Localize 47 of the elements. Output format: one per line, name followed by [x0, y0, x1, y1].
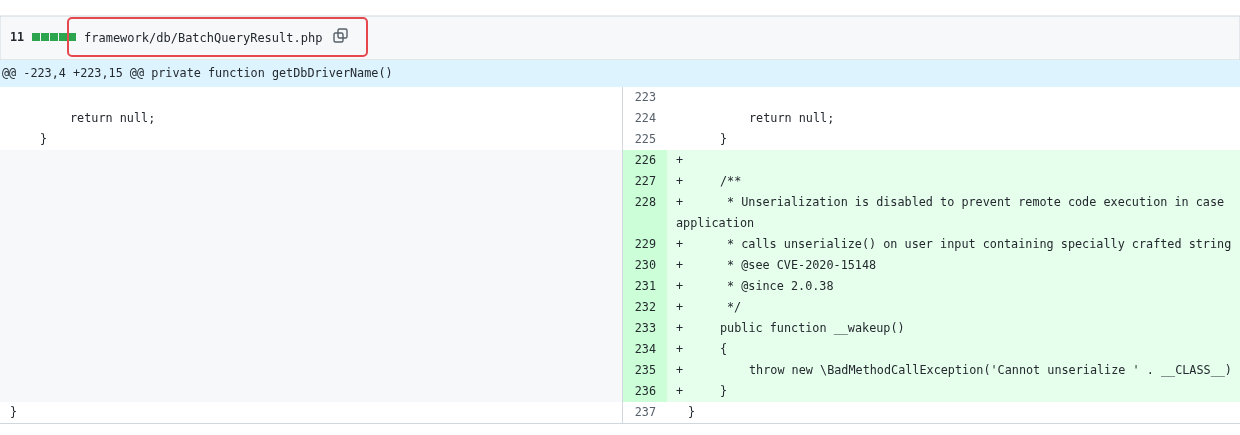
added-line-marker: +	[676, 194, 684, 211]
line-number: 223	[633, 89, 656, 106]
line-number: 224	[633, 110, 656, 127]
line-number: 230	[633, 257, 656, 274]
line-number: 231	[633, 278, 656, 295]
line-number: 233	[633, 320, 656, 337]
added-line-marker: +	[676, 341, 684, 358]
added-line-marker: +	[676, 320, 684, 337]
line-number: 227	[633, 173, 656, 190]
line-number: 229	[633, 236, 656, 253]
code-line: {	[720, 341, 728, 358]
line-number: 234	[633, 341, 656, 358]
added-line-marker: +	[676, 152, 684, 169]
line-number: 237	[633, 404, 656, 421]
code-line: throw new \BadMethodCallException('Cannot unserialize ' . __CLASS__)	[749, 362, 1232, 379]
line-number: 225	[633, 131, 656, 148]
file-path: framework/db/BatchQueryResult.php	[84, 30, 323, 46]
added-line-marker: +	[676, 362, 684, 379]
code-line: return null;	[70, 110, 156, 127]
code-line: * calls unserialize() on user input containing specially crafted string	[727, 236, 1232, 253]
line-number: 232	[633, 299, 656, 316]
code-line: public function __wakeup()	[720, 320, 905, 337]
code-line: /**	[720, 173, 742, 190]
code-line: * Unserialization is disabled to prevent remote code execution in case	[727, 194, 1225, 211]
code-line: return null;	[749, 110, 835, 127]
added-line-marker: +	[676, 278, 684, 295]
code-line: }	[688, 404, 696, 421]
highlight-frame	[67, 17, 368, 57]
line-number: 226	[633, 152, 656, 169]
code-line: }	[720, 383, 728, 400]
code-line: }	[40, 131, 48, 148]
code-line: application	[676, 215, 755, 232]
code-line: }	[720, 131, 728, 148]
line-number: 235	[633, 362, 656, 379]
code-line: * @since 2.0.38	[727, 278, 834, 295]
added-line-marker: +	[676, 236, 684, 253]
added-line-marker: +	[676, 257, 684, 274]
added-line-marker: +	[676, 173, 684, 190]
added-line-marker: +	[676, 299, 684, 316]
code-line: */	[727, 299, 742, 316]
line-number: 228	[633, 194, 656, 211]
line-number: 236	[633, 383, 656, 400]
code-line: }	[10, 404, 18, 421]
added-line-marker: +	[676, 383, 684, 400]
code-line: * @see CVE-2020-15148	[727, 257, 877, 274]
change-count: 11	[10, 29, 25, 46]
hunk-header: @@ -223,4 +223,15 @@ private function getDbDriverName()	[2, 65, 393, 82]
